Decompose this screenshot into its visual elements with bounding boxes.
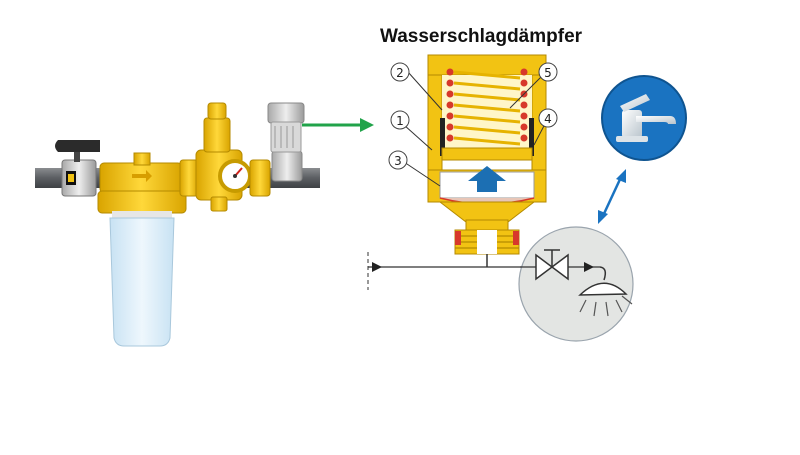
svg-text:1: 1	[396, 114, 404, 128]
shower-head-icon	[578, 282, 633, 317]
flow-line	[367, 252, 540, 290]
valve-handle	[58, 140, 100, 152]
callout-2: 2	[390, 62, 410, 82]
green-arrow	[302, 118, 374, 132]
usage-inset	[518, 226, 634, 342]
svg-text:3: 3	[394, 154, 402, 168]
diagram-title: Wasserschlagdämpfer	[380, 26, 583, 47]
piston	[441, 147, 533, 161]
filter-ring	[97, 190, 187, 214]
callout-5: 5	[538, 62, 558, 82]
svg-text:2: 2	[396, 66, 404, 80]
hammer-arrester-small	[271, 150, 303, 182]
installation-assembly	[35, 102, 320, 347]
callout-leaders	[403, 71, 547, 187]
callout-4: 4	[538, 108, 558, 128]
svg-text:4: 4	[544, 112, 552, 126]
connection-arrow	[598, 169, 626, 224]
cutaway-hammer-arrester	[427, 54, 547, 267]
filter-bowl	[109, 217, 175, 347]
faucet-icon	[601, 75, 687, 161]
svg-text:5: 5	[544, 66, 552, 80]
callout-1: 1	[390, 110, 410, 130]
callout-3: 3	[388, 150, 408, 170]
valve-symbol-icon	[535, 249, 569, 281]
pressure-arrow	[468, 166, 506, 192]
